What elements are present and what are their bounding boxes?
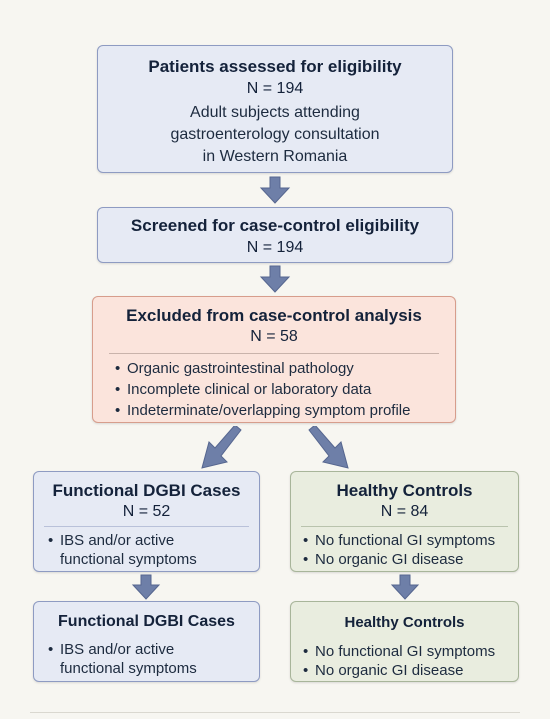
down-arrow-icon bbox=[131, 574, 161, 600]
cases-final-list: IBS and/or active functional symptoms bbox=[48, 640, 259, 678]
eligibility-box: Patients assessed for eligibility N = 19… bbox=[97, 45, 453, 173]
excluded-title: Excluded from case-control analysis bbox=[126, 306, 422, 325]
cases-divider bbox=[44, 526, 249, 527]
cases-box: Functional DGBI Cases N = 52 IBS and/or … bbox=[33, 471, 260, 572]
excluded-item: Indeterminate/overlapping symptom profil… bbox=[115, 400, 455, 421]
eligibility-count: N = 194 bbox=[246, 80, 304, 97]
screened-title: Screened for case-control eligibility bbox=[130, 216, 420, 235]
controls-list: No functional GI symptoms No organic GI … bbox=[303, 531, 518, 569]
cases-count: N = 52 bbox=[122, 503, 171, 520]
eligibility-title: Patients assessed for eligibility bbox=[148, 57, 402, 76]
controls-final-title: Healthy Controls bbox=[344, 614, 465, 631]
controls-final-item: No functional GI symptoms bbox=[303, 642, 518, 661]
eligibility-desc-line-2: gastroenterology consultation bbox=[170, 126, 380, 143]
cases-item: IBS and/or active functional symptoms bbox=[48, 531, 251, 569]
excluded-list: Organic gastrointestinal pathology Incom… bbox=[115, 358, 455, 421]
down-arrow-icon bbox=[390, 574, 420, 600]
diagonal-arrow-icon bbox=[308, 426, 349, 469]
controls-box: Healthy Controls N = 84 No functional GI… bbox=[290, 471, 519, 572]
controls-divider bbox=[301, 526, 508, 527]
excluded-divider bbox=[109, 353, 439, 354]
controls-item: No organic GI disease bbox=[303, 550, 518, 569]
page-bottom-divider bbox=[30, 712, 520, 713]
eligibility-desc-line-1: Adult subjects attending bbox=[190, 104, 360, 121]
cases-final-box: Functional DGBI Cases IBS and/or active … bbox=[33, 601, 260, 682]
eligibility-desc-line-3: in Western Romania bbox=[202, 148, 348, 165]
controls-item: No functional GI symptoms bbox=[303, 531, 518, 550]
cases-final-item: IBS and/or active functional symptoms bbox=[48, 640, 259, 678]
controls-final-list: No functional GI symptoms No organic GI … bbox=[303, 642, 518, 680]
screened-count: N = 194 bbox=[246, 239, 304, 256]
controls-count: N = 84 bbox=[380, 503, 429, 520]
cases-title: Functional DGBI Cases bbox=[52, 481, 241, 500]
excluded-item: Incomplete clinical or laboratory data bbox=[115, 379, 455, 400]
excluded-item: Organic gastrointestinal pathology bbox=[115, 358, 455, 379]
diagonal-arrow-icon bbox=[201, 426, 242, 469]
controls-final-box: Healthy Controls No functional GI sympto… bbox=[290, 601, 519, 682]
down-arrow-icon bbox=[259, 176, 291, 204]
excluded-box: Excluded from case-control analysis N = … bbox=[92, 296, 456, 423]
cases-final-title: Functional DGBI Cases bbox=[58, 613, 235, 630]
excluded-count: N = 58 bbox=[250, 328, 298, 345]
cases-list: IBS and/or active functional symptoms bbox=[48, 531, 251, 569]
down-arrow-icon bbox=[259, 265, 291, 293]
controls-final-item: No organic GI disease bbox=[303, 661, 518, 680]
controls-title: Healthy Controls bbox=[336, 481, 473, 500]
screened-box: Screened for case-control eligibility N … bbox=[97, 207, 453, 263]
